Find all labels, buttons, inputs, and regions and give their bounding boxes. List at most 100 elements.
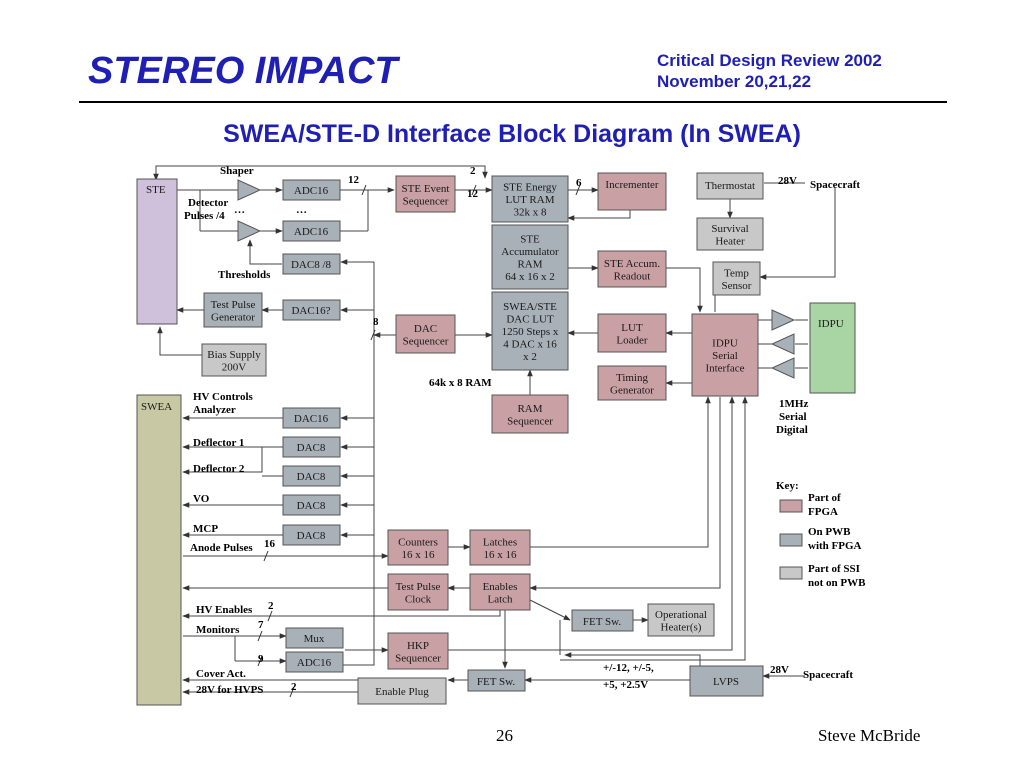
counters-label-2: 16 x 16 <box>402 549 436 561</box>
counters-label-1: Counters <box>398 536 438 548</box>
timing-gen-block <box>597 365 667 401</box>
swea-ste-dac-lut-label-4: 4 DAC x 16 <box>503 339 557 351</box>
bus-7: 7 <box>258 619 264 631</box>
dac16-analyzer-label: DAC16 <box>294 413 329 425</box>
v28-bottom: 28V <box>770 664 789 676</box>
key-pwb-swatch <box>779 533 803 547</box>
ste-event-seq-label-1: STE Event <box>402 183 450 195</box>
swea-block <box>136 394 182 706</box>
idpu-serial-label-1: IDPU <box>712 338 738 350</box>
ste-acc-ram-label-3: RAM <box>517 258 542 270</box>
voltages-line-1: +/-12, +/-5, <box>603 662 654 674</box>
cover-act-label: Cover Act. <box>196 668 246 680</box>
latches-label-1: Latches <box>483 536 517 548</box>
latches-block <box>469 529 531 566</box>
test-pulse-gen-label-2: Generator <box>211 311 255 323</box>
lvps-label: LVPS <box>713 676 739 688</box>
bus-2-hvps: 2 <box>291 681 297 693</box>
hkp-sequencer-label-2: Sequencer <box>395 652 441 664</box>
swea-ste-dac-lut-label-1: SWEA/STE <box>503 301 557 313</box>
key-fpga-2: FPGA <box>808 506 838 518</box>
test-pulse-clock-label-2: Clock <box>405 593 432 605</box>
idpu-block <box>809 302 856 394</box>
temp-sensor-label-2: Sensor <box>722 280 752 292</box>
swea-ste-dac-lut-label-5: x 2 <box>523 351 537 363</box>
header-title: STEREO IMPACT <box>88 50 398 92</box>
idpu-block-label: IDPU <box>818 318 844 330</box>
voltages-line-2: +5, +2.5V <box>603 679 648 691</box>
bus-12-a: 12 <box>348 174 360 186</box>
review-line-1: Critical Design Review 2002 <box>657 51 882 70</box>
simple-blocks: ADC16 ADC16 DAC8 /8 DAC16? Incrementer T… <box>282 172 764 705</box>
ste-acc-ram-label-4: 64 x 16 x 2 <box>505 271 555 283</box>
hv-enables-label: HV Enables <box>196 604 253 616</box>
ste-acc-ram-label-1: STE <box>520 233 540 245</box>
survival-heater-label-2: Heater <box>715 235 745 247</box>
ram-sequencer-label-2: Sequencer <box>507 415 553 427</box>
idpu-link-2: Serial <box>779 411 807 423</box>
ste-accum-readout-block <box>597 250 667 288</box>
ste-event-seq-label-2: Sequencer <box>403 195 449 207</box>
ste-block <box>136 178 178 325</box>
bus-2-hv: 2 <box>268 600 274 612</box>
enable-plug-label: Enable Plug <box>375 686 429 698</box>
idpu-receiver-1 <box>770 333 795 355</box>
hkp-sequencer-label-1: HKP <box>407 640 429 652</box>
idpu-serial-block <box>691 313 759 397</box>
timing-gen-label-1: Timing <box>616 372 649 384</box>
bus-12-b: 12 <box>467 188 479 200</box>
ste-energy-lut-label-1: STE Energy <box>503 182 557 194</box>
author: Steve McBride <box>818 726 921 745</box>
test-pulse-gen-block <box>203 292 263 328</box>
enables-latch-label-2: Latch <box>487 593 513 605</box>
detector-label-1: Detector <box>188 197 228 209</box>
spacecraft-bottom: Spacecraft <box>803 669 853 681</box>
review-line-2: November 20,21,22 <box>657 72 812 91</box>
latches-label-2: 16 x 16 <box>484 549 518 561</box>
key-ssi-1: Part of SSI <box>808 563 860 575</box>
review-info: Critical Design Review 2002 November 20,… <box>657 50 882 92</box>
adc16-b-label: ADC16 <box>294 226 329 238</box>
thresholds-label: Thresholds <box>218 269 271 281</box>
swea-ste-dac-lut-block <box>491 291 569 371</box>
analyzer-label: Analyzer <box>193 404 236 416</box>
fet-sw-1-label: FET Sw. <box>583 616 621 628</box>
dac-sequencer-block <box>395 314 456 354</box>
swea-block-label: SWEA <box>141 401 172 413</box>
bus-8: 8 <box>373 316 379 328</box>
bus-9: 9 <box>258 653 264 665</box>
idpu-serial-label-3: Interface <box>705 363 744 375</box>
lut-loader-block <box>597 313 667 353</box>
thermostat-label: Thermostat <box>705 180 755 192</box>
temp-sensor-label-1: Temp <box>724 267 749 279</box>
bias-supply-block <box>201 343 267 377</box>
lut-loader-label-2: Loader <box>616 334 647 346</box>
key-ssi-swatch <box>779 566 803 580</box>
ram-64k-label: 64k x 8 RAM <box>429 377 492 389</box>
incrementer-label: Incrementer <box>605 179 658 191</box>
ste-block-label: STE <box>146 184 166 196</box>
ste-event-seq-block <box>395 175 456 213</box>
adc16-a-label: ADC16 <box>294 185 329 197</box>
dac-sequencer-label-1: DAC <box>414 323 437 335</box>
deflector2-label: Deflector 2 <box>193 463 245 475</box>
fet-sw-2-label: FET Sw. <box>477 676 515 688</box>
legend-key: Key: Part of FPGA On PWB with FPGA Part … <box>776 480 866 589</box>
swea-ste-dac-lut-label-3: 1250 Steps x <box>502 326 559 338</box>
dac8-defl1-label: DAC8 <box>297 442 326 454</box>
vo-label: VO <box>193 493 210 505</box>
bus-16: 16 <box>264 538 276 550</box>
connection-wires <box>153 165 836 695</box>
ste-energy-lut-block <box>491 175 569 223</box>
swea-ste-dac-lut-label-2: DAC LUT <box>506 314 554 326</box>
shaper-label: Shaper <box>220 165 254 177</box>
spacecraft-top: Spacecraft <box>810 179 860 191</box>
enables-latch-block <box>469 573 531 611</box>
test-pulse-gen-label-1: Test Pulse <box>211 299 256 311</box>
dac16q-label: DAC16? <box>291 305 330 317</box>
detector-label-2: Pulses /4 <box>184 210 225 222</box>
shaper-amp-2 <box>237 220 262 242</box>
timing-gen-label-2: Generator <box>610 384 654 396</box>
operational-heater-block <box>647 603 715 637</box>
